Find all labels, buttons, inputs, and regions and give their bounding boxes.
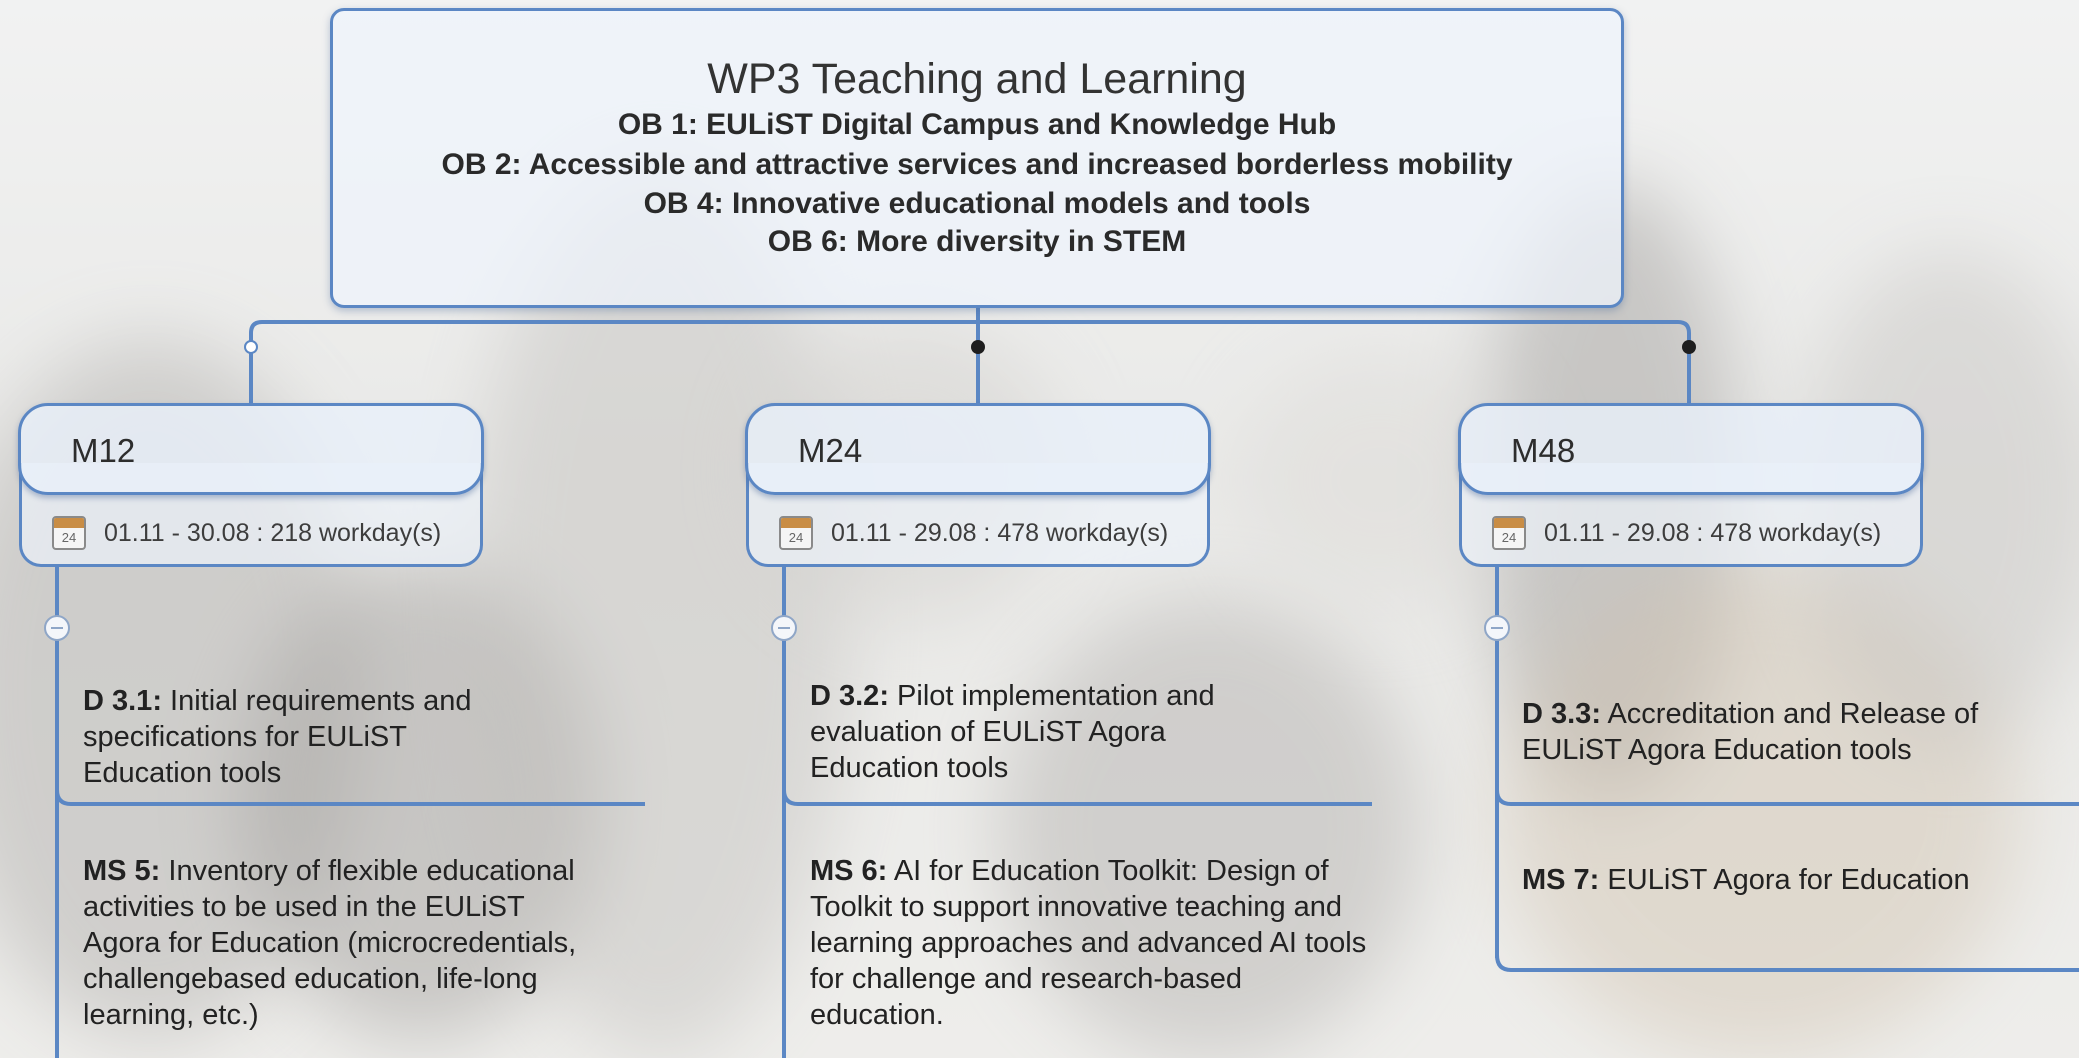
m48-junction-dot: [1682, 340, 1696, 354]
milestone-node-m24[interactable]: M24 24 01.11 - 29.08 : 478 workday(s): [745, 403, 1211, 567]
milestone-text: EULiST Agora for Education: [1607, 864, 1970, 896]
milestone-code: MS 6:: [810, 855, 888, 887]
root-topic-box[interactable]: WP3 Teaching and Learning OB 1: EULiST D…: [330, 8, 1624, 308]
m24-deliverable-underline: [782, 789, 1372, 806]
milestone-code: MS 7:: [1522, 864, 1600, 896]
milestone-code: MS 5:: [83, 855, 161, 887]
m12-collapse-icon: [44, 615, 70, 641]
milestone-node-m48[interactable]: M48 24 01.11 - 29.08 : 478 workday(s): [1458, 403, 1924, 567]
milestone-date: 01.11 - 29.08 : 478 workday(s): [831, 519, 1169, 547]
deliverable-d3-1[interactable]: D 3.1: Initial requirements and specific…: [83, 683, 533, 791]
milestone-ms6[interactable]: MS 6: AI for Education Toolkit: Design o…: [810, 853, 1380, 1033]
milestone-date: 01.11 - 30.08 : 218 workday(s): [104, 519, 442, 547]
milestone-ms5[interactable]: MS 5: Inventory of flexible educational …: [83, 853, 603, 1033]
deliverable-code: D 3.1:: [83, 685, 162, 717]
objective-4: OB 4: Innovative educational models and …: [643, 187, 1311, 220]
deliverable-d3-3[interactable]: D 3.3: Accreditation and Release of EULi…: [1522, 696, 2062, 768]
milestone-title: M48: [1511, 432, 1576, 469]
deliverable-code: D 3.3:: [1522, 698, 1601, 730]
milestone-title: M12: [71, 432, 136, 469]
m24-junction-dot: [971, 340, 985, 354]
milestone-header[interactable]: M24: [745, 403, 1211, 495]
milestone-text: AI for Education Toolkit: Design of Tool…: [810, 855, 1367, 1031]
milestone-header[interactable]: M12: [18, 403, 484, 495]
objective-1: OB 1: EULiST Digital Campus and Knowledg…: [617, 108, 1337, 141]
milestone-title: M24: [798, 432, 863, 469]
deliverable-d3-2[interactable]: D 3.2: Pilot implementation and evaluati…: [810, 678, 1290, 786]
deliverable-text: Pilot implementation and evaluation of E…: [810, 680, 1215, 784]
calendar-icon: 24: [1492, 516, 1526, 550]
deliverable-text: Accreditation and Release of EULiST Agor…: [1522, 698, 1979, 766]
m12-deliverable-underline: [55, 789, 645, 806]
root-title: WP3 Teaching and Learning: [707, 55, 1247, 103]
milestone-ms7[interactable]: MS 7: EULiST Agora for Education: [1522, 862, 2072, 898]
objective-2: OB 2: Accessible and attractive services…: [441, 148, 1513, 181]
deliverable-code: D 3.2:: [810, 680, 889, 712]
milestone-header[interactable]: M48: [1458, 403, 1924, 495]
milestone-bus-line: [249, 320, 1691, 404]
milestone-date: 01.11 - 29.08 : 478 workday(s): [1544, 519, 1882, 547]
m24-collapse-icon: [771, 615, 797, 641]
deliverable-text: Initial requirements and specifications …: [83, 685, 472, 789]
m48-collapse-icon: [1484, 615, 1510, 641]
milestone-text: Inventory of flexible educational activi…: [83, 855, 577, 1031]
calendar-icon: 24: [779, 516, 813, 550]
objective-6: OB 6: More diversity in STEM: [767, 225, 1187, 258]
milestone-node-m12[interactable]: M12 24 01.11 - 30.08 : 218 workday(s): [18, 403, 484, 567]
calendar-icon: 24: [52, 516, 86, 550]
m48-milestone-underline: [1495, 954, 2079, 972]
m48-deliverable-underline: [1495, 789, 2079, 806]
m12-junction-dot: [244, 340, 258, 354]
